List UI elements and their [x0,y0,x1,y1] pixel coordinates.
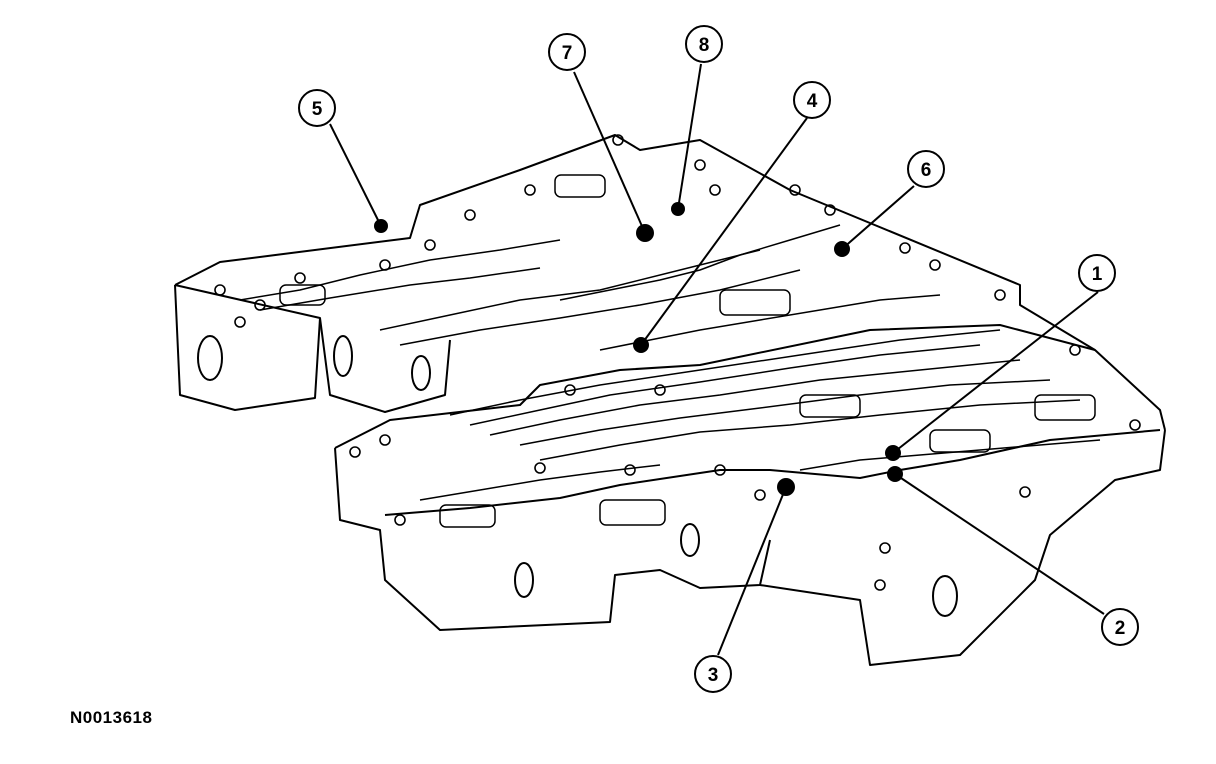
callout-circle [298,89,336,127]
leader-line-1 [892,291,1099,454]
left-block-side [319,317,451,413]
callout-4: 4 [793,81,831,119]
callout-3: 3 [694,655,732,693]
lower-block-front [334,447,771,631]
left-block-top [174,134,1166,431]
bolt-holes [214,134,1141,591]
lower-block-front-edge [384,429,1161,516]
callout-label-6: 6 [921,160,932,181]
bore-hole [680,523,700,557]
callout-label-7: 7 [562,43,573,64]
marked-locations [374,202,903,496]
leader-line-3 [717,486,787,656]
callout-label-2: 2 [1115,618,1126,639]
fluid-passages [239,174,1101,528]
callout-label-4: 4 [807,91,818,112]
leader-line-7 [573,71,646,234]
lower-block-top-edge [334,324,1096,449]
callout-label-5: 5 [312,99,323,120]
leader-line-2 [894,473,1105,615]
callout-label-1: 1 [1092,264,1103,285]
callouts: 1 2 3 4 5 6 7 8 [298,25,1139,693]
bore-hole [932,575,958,617]
bore-hole [411,355,431,391]
callout-circle [1101,608,1139,646]
bore-hole [197,335,223,381]
valve-body-drawing [174,134,1166,666]
callout-label-8: 8 [699,35,710,56]
callout-7: 7 [548,33,586,71]
callout-circle [548,33,586,71]
leader-lines [329,63,1105,656]
leader-line-6 [841,185,915,250]
leader-line-8 [677,63,702,210]
figure-id-label: N0013618 [70,708,153,727]
lower-block-right-front [759,429,1166,666]
callout-circle [1078,254,1116,292]
callout-5: 5 [298,89,336,127]
callout-8: 8 [685,25,723,63]
callout-1: 1 [1078,254,1116,292]
leader-line-4 [640,117,808,346]
callout-circle [685,25,723,63]
callout-circle [907,150,945,188]
callout-circle [694,655,732,693]
callout-2: 2 [1101,608,1139,646]
leader-line-5 [329,123,382,227]
bore-hole [333,335,353,377]
callout-circle [793,81,831,119]
callout-6: 6 [907,150,945,188]
bore-hole [514,562,534,598]
left-block-front [174,284,321,411]
callout-label-3: 3 [708,665,719,686]
